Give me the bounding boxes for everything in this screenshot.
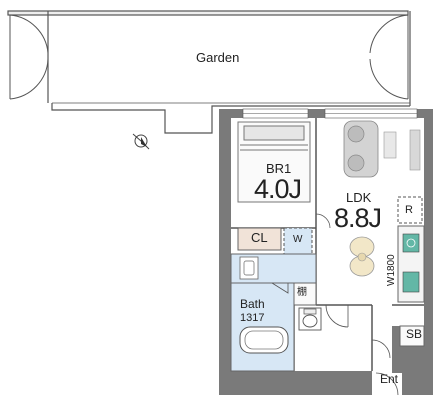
doors <box>271 213 399 396</box>
bedroom-label: BR1 <box>266 161 292 176</box>
entrance-label: Ent <box>380 372 399 386</box>
north-arrow-icon <box>132 133 150 150</box>
closet-label: CL <box>251 230 268 245</box>
washer-label: W <box>293 234 303 245</box>
garden-area <box>7 10 411 134</box>
refrigerator-label: R <box>405 204 413 216</box>
dining-table <box>349 236 375 277</box>
refrigerator-icon <box>397 196 423 224</box>
bedroom-size-label: 4.0J <box>254 174 302 204</box>
bathtub-icon <box>239 326 289 354</box>
ldk-size-label: 8.8J <box>334 203 382 233</box>
kitchen-counter <box>397 225 425 303</box>
apartment-walls <box>219 108 433 395</box>
ldk-label: LDK <box>346 190 372 205</box>
bed-icon <box>237 121 311 203</box>
bath-label: Bath <box>240 297 265 311</box>
shelf-label: 棚 <box>297 287 307 298</box>
washer-icon <box>283 227 313 255</box>
garden-label: Garden <box>196 50 240 65</box>
kitchen-width-label: W1800 <box>386 254 397 286</box>
bath-size-label: 1317 <box>240 312 265 324</box>
washroom <box>230 253 317 284</box>
sofa-chairs <box>343 120 421 178</box>
shoe-box <box>399 325 425 347</box>
toilet-icon <box>298 307 322 331</box>
closet <box>237 227 282 251</box>
shoe-box-label: SB <box>406 327 423 341</box>
